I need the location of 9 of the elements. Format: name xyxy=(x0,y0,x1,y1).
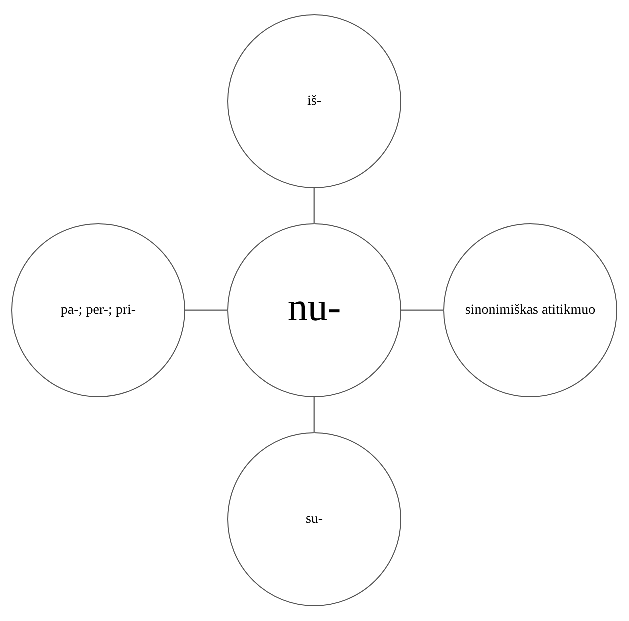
connector xyxy=(401,310,444,312)
node-circle: pa-; per-; pri- xyxy=(12,224,186,398)
node-circle: su- xyxy=(228,432,402,606)
connector xyxy=(314,188,316,224)
node-circle: sinonimiškas atitikmuo xyxy=(444,224,618,398)
connector xyxy=(185,310,228,312)
node-circle: iš- xyxy=(228,14,402,188)
connector xyxy=(314,397,316,433)
node-circle: nu- xyxy=(228,224,402,398)
